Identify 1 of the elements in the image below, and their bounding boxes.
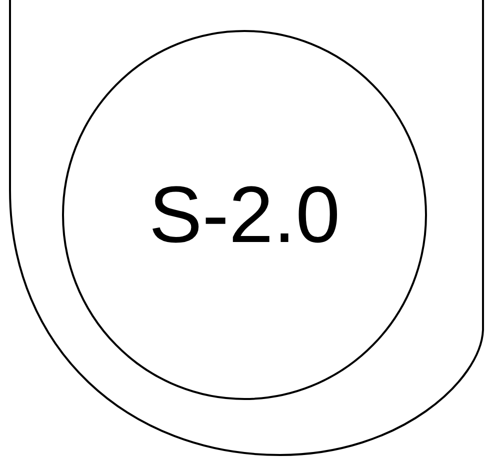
node-label: S-2.0 [148,175,340,255]
